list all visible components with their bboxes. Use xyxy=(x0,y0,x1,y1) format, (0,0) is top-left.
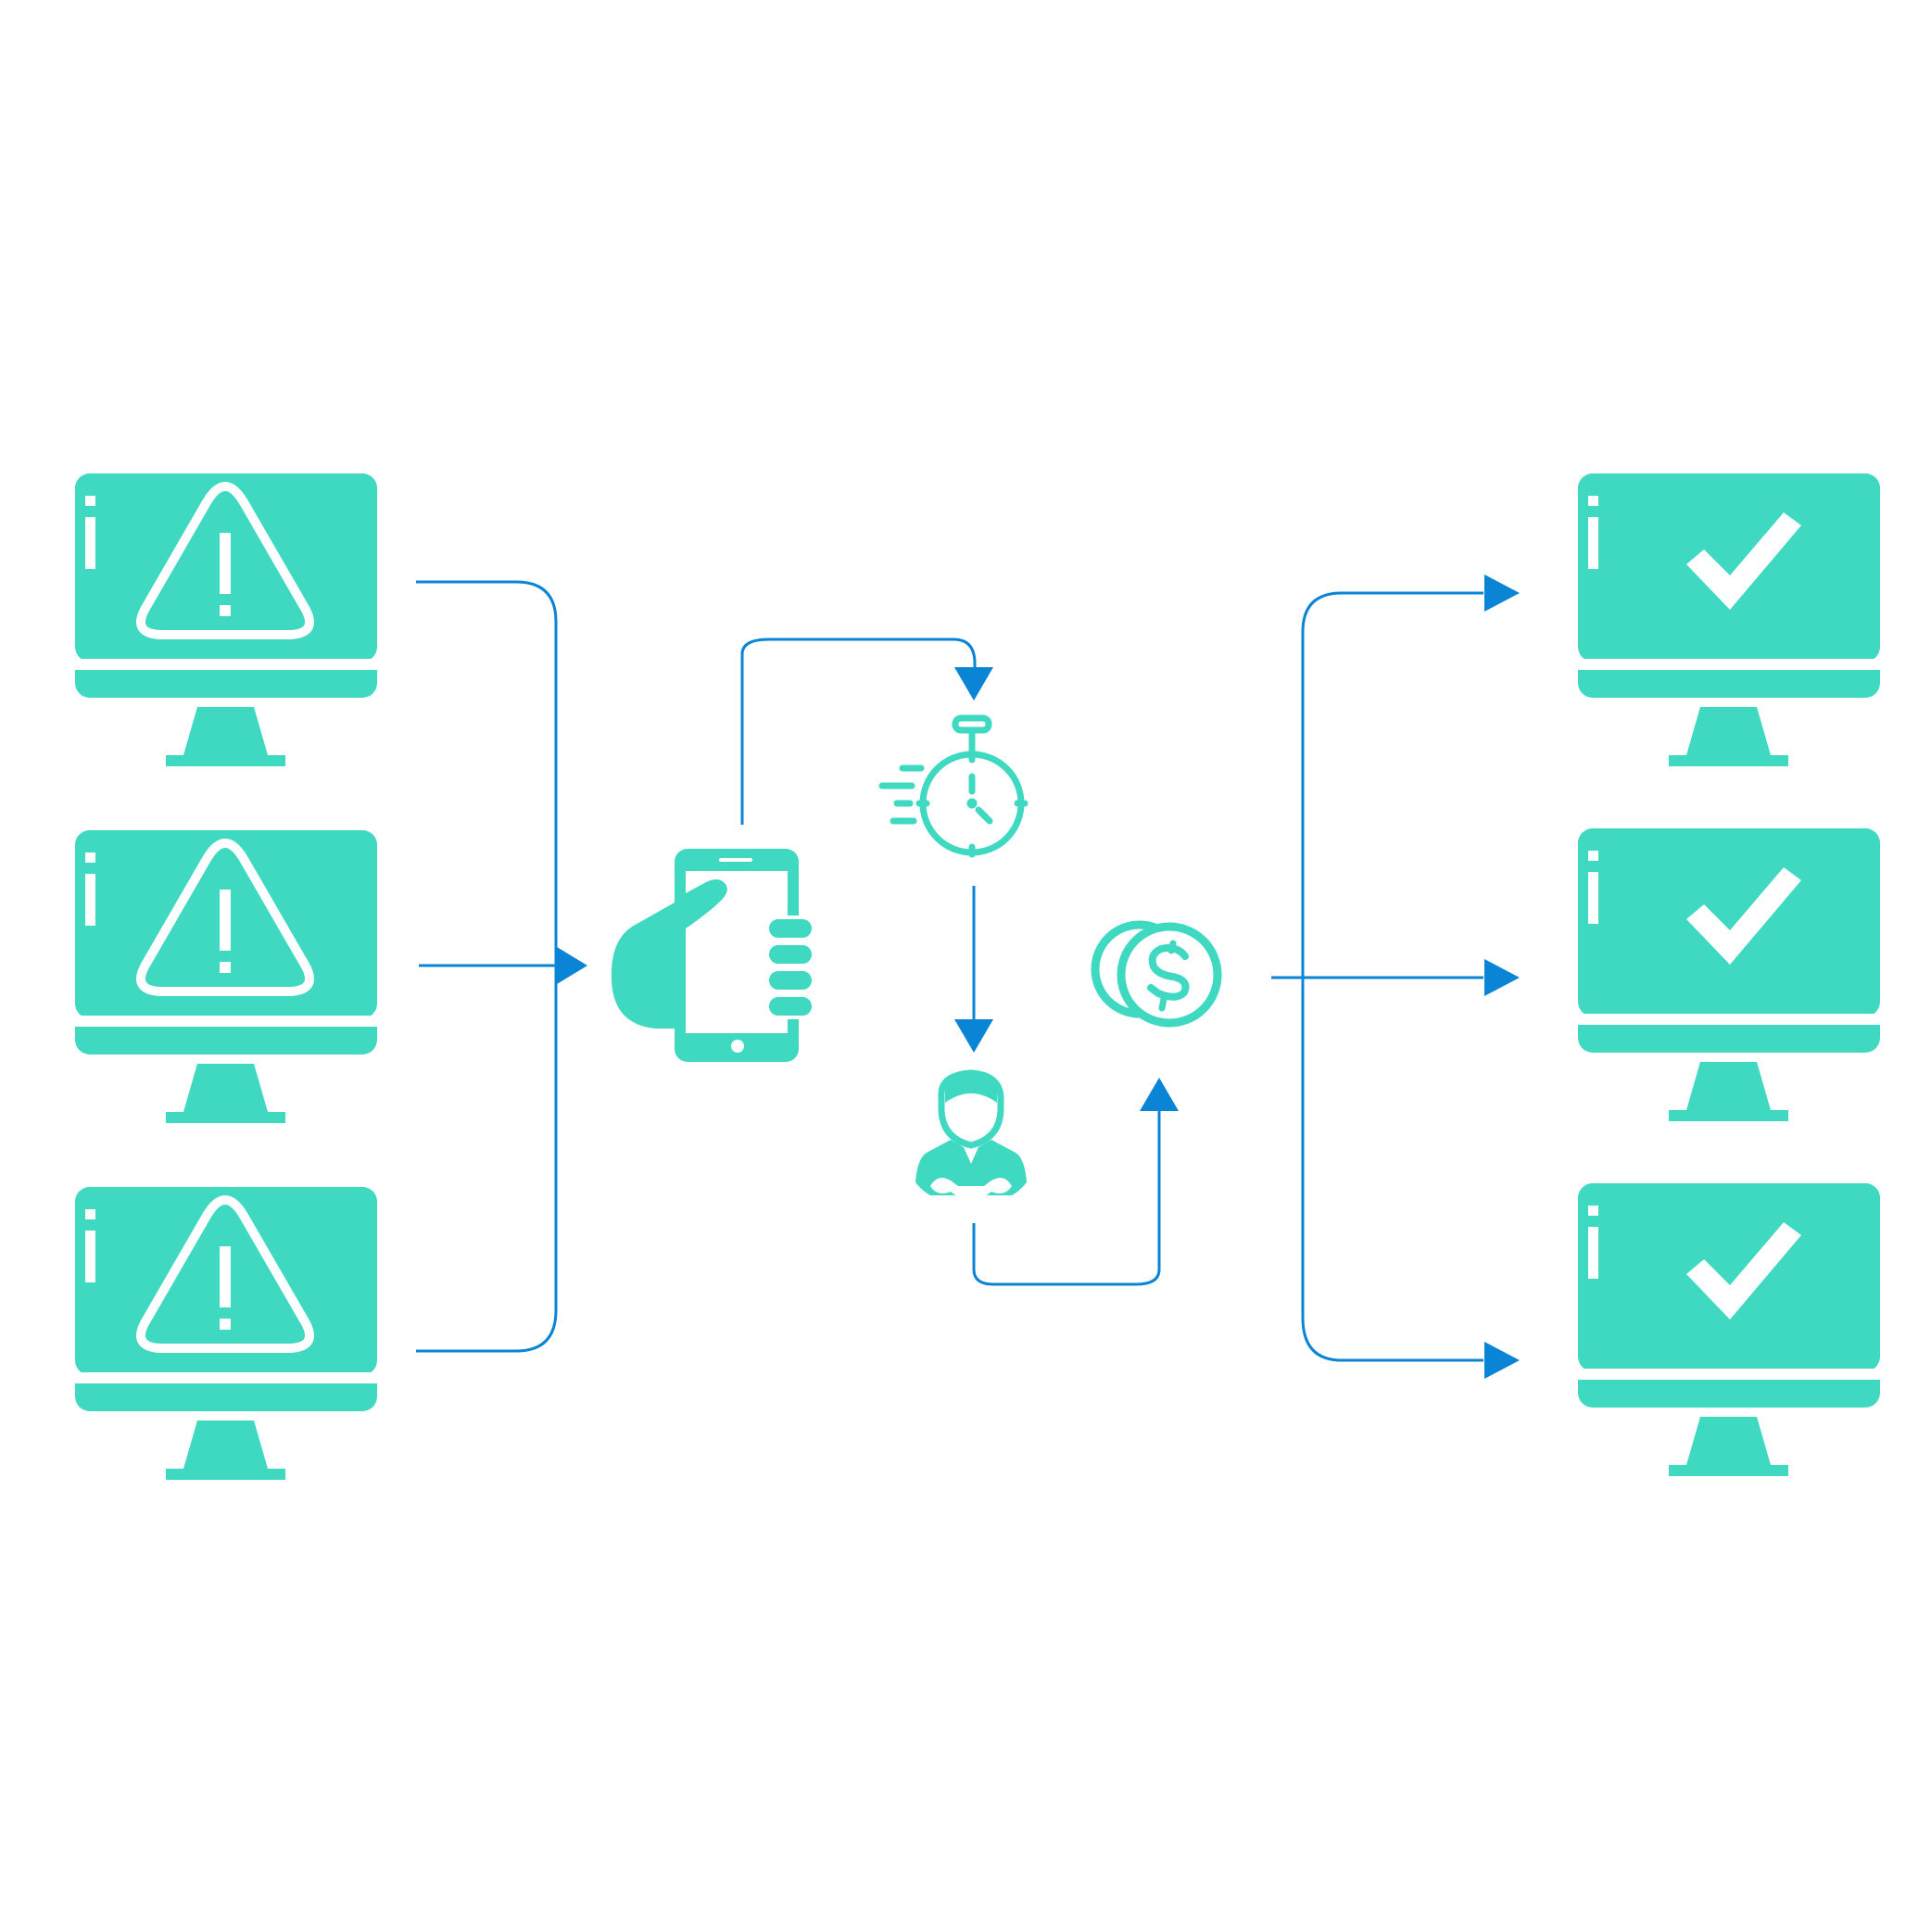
monitor-right-2 xyxy=(1578,828,1880,1121)
hand-phone-icon xyxy=(611,849,815,1062)
warning-triangle-icon xyxy=(136,482,314,639)
monitor-right-3 xyxy=(1578,1183,1880,1476)
monitor-left-2 xyxy=(75,830,377,1123)
warning-triangle-icon xyxy=(136,839,314,996)
arrow-to-monitor-right-1 xyxy=(1484,575,1520,612)
arrow-to-technician xyxy=(954,1019,993,1053)
coins-icon xyxy=(1091,920,1222,1028)
checkmark-icon xyxy=(1686,512,1801,610)
monitor-left-3 xyxy=(75,1187,377,1480)
arrow-to-coins xyxy=(1140,1078,1179,1111)
warning-triangle-icon xyxy=(136,1195,314,1353)
arrow-to-monitor-right-2 xyxy=(1484,959,1520,996)
arrow-to-phone xyxy=(557,947,587,984)
monitor-right-1 xyxy=(1578,474,1880,766)
checkmark-icon xyxy=(1686,867,1801,965)
stopwatch-icon xyxy=(878,714,1029,858)
arrow-to-monitor-right-3 xyxy=(1484,1342,1520,1379)
arrow-to-stopwatch xyxy=(954,667,993,701)
connector-lines xyxy=(416,580,1483,1362)
monitor-left-1 xyxy=(75,474,377,766)
checkmark-icon xyxy=(1686,1222,1801,1320)
technician-icon xyxy=(915,1069,1027,1197)
arrowheads xyxy=(557,575,1520,1379)
